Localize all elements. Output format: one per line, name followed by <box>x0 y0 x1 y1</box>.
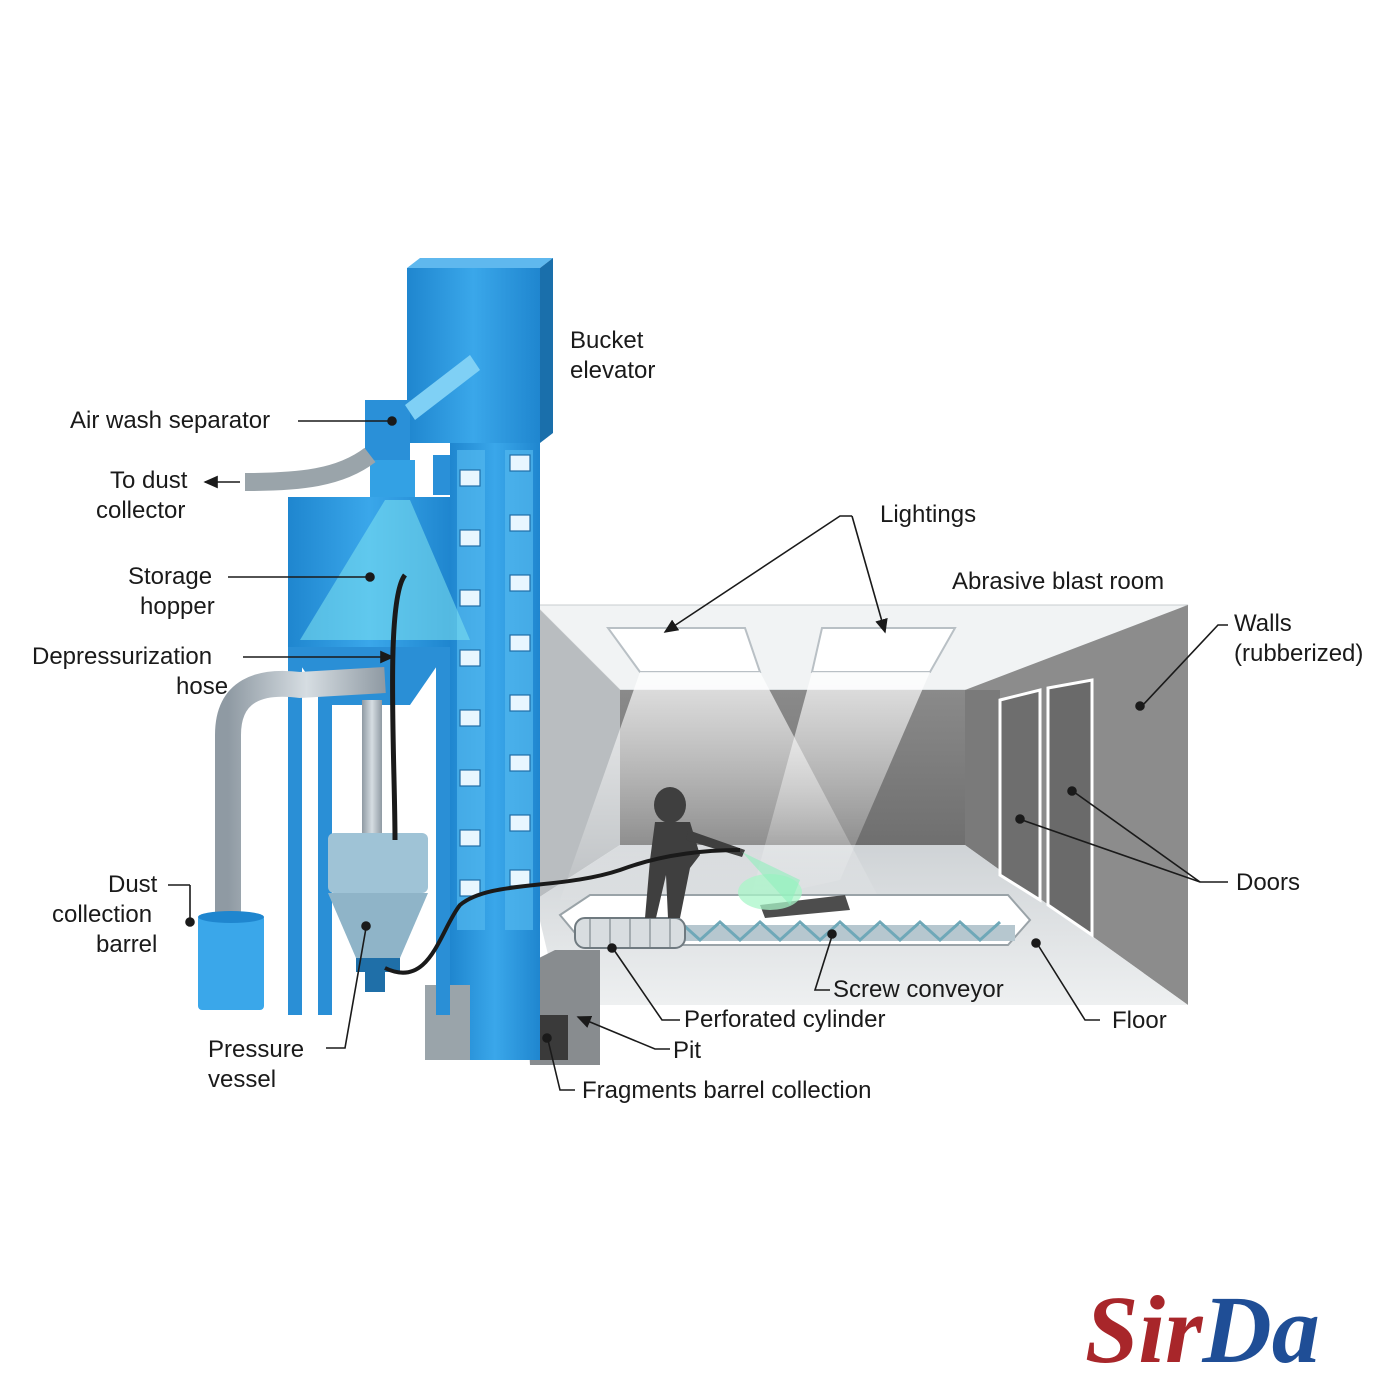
hopper-flow <box>300 500 470 640</box>
label-pressure-vessel-1: Pressure <box>208 1036 304 1063</box>
label-storage-hopper-2: hopper <box>140 593 215 620</box>
label-air-wash-separator: Air wash separator <box>70 407 270 434</box>
leader-lines <box>168 416 1228 1091</box>
lightings <box>560 627 957 900</box>
logo-part-sir: Sir <box>1085 1276 1204 1383</box>
dust-collection-barrel <box>198 915 264 1010</box>
workpiece <box>760 895 850 918</box>
sirda-logo: SirDa <box>1085 1276 1320 1383</box>
label-dust-collection-barrel-2: collection <box>52 901 152 928</box>
bucket-elevator-head <box>407 258 553 268</box>
label-perforated-cylinder: Perforated cylinder <box>684 1006 885 1033</box>
room-side-shade <box>965 690 1000 870</box>
label-pit: Pit <box>673 1037 701 1064</box>
label-floor: Floor <box>1112 1007 1167 1034</box>
pressure-vessel <box>328 833 428 893</box>
label-storage-hopper-1: Storage <box>128 563 212 590</box>
to-dust-collector-duct <box>244 447 376 491</box>
equipment <box>198 258 741 1060</box>
svg-text:SirDa: SirDa <box>1085 1276 1320 1383</box>
label-pressure-vessel-2: vessel <box>208 1066 276 1093</box>
label-dust-collection-barrel-3: barrel <box>96 931 157 958</box>
air-wash-separator <box>365 400 410 460</box>
label-depressurization-hose-1: Depressurization <box>32 643 212 670</box>
support-leg-mid <box>318 647 332 1015</box>
light-beam-right <box>750 672 930 900</box>
doors <box>998 678 1094 938</box>
support-leg-right <box>436 647 450 1015</box>
blast-hose <box>384 848 741 975</box>
label-bucket-elevator-2: elevator <box>570 357 655 384</box>
bucket-elevator <box>407 268 540 443</box>
label-lightings: Lightings <box>880 501 976 528</box>
label-walls-2: (rubberized) <box>1234 640 1363 667</box>
label-bucket-elevator-1: Bucket <box>570 327 644 354</box>
label-doors: Doors <box>1236 869 1300 896</box>
vessel-feed-hose <box>362 700 382 833</box>
label-fragments-barrel-collection: Fragments barrel collection <box>582 1077 871 1104</box>
label-walls-1: Walls <box>1234 610 1292 637</box>
depressurization-hose <box>390 573 408 841</box>
labels: Bucket elevator Air wash separator To du… <box>32 327 1363 1104</box>
dust-duct <box>215 667 386 915</box>
label-to-dust-collector-1: To dust <box>110 467 188 494</box>
support-leg-left <box>288 647 302 1015</box>
label-dust-collection-barrel-1: Dust <box>108 871 158 898</box>
label-to-dust-collector-2: collector <box>96 497 185 524</box>
label-abrasive-blast-room: Abrasive blast room <box>952 568 1164 595</box>
blast-spray-cone <box>742 852 800 905</box>
label-depressurization-hose-2: hose <box>176 673 228 700</box>
label-screw-conveyor: Screw conveyor <box>833 976 1004 1003</box>
logo-part-da: Da <box>1201 1276 1319 1383</box>
